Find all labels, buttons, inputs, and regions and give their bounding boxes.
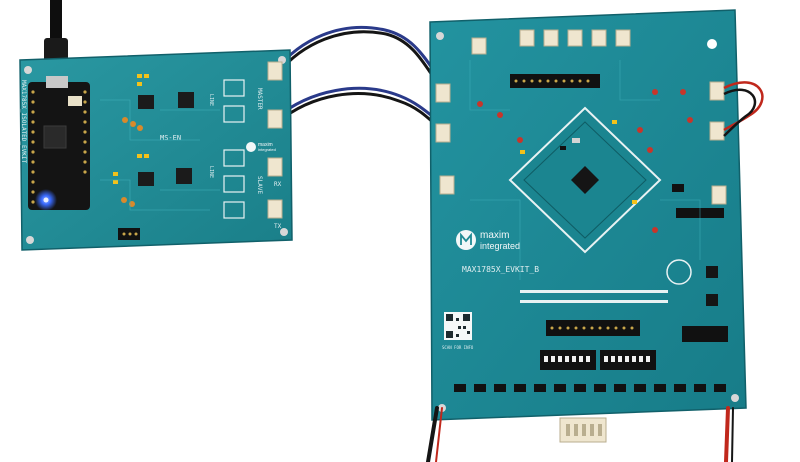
interboard-cables (274, 25, 449, 136)
silk-slave: SLAVE (256, 176, 263, 194)
silk-master: MASTER (256, 88, 263, 110)
silk-rx: RX (274, 181, 282, 188)
dip-switches (540, 350, 656, 370)
bottom-connector-row (454, 384, 726, 392)
qr-code: SCAN FOR INFO (442, 312, 474, 350)
mcu-socket (508, 106, 662, 254)
qr-caption: SCAN FOR INFO (442, 345, 474, 350)
left-board-vertical-label: MAX1785X_ISOLATED_EVKIT (20, 80, 27, 163)
right-maxim-logo: maxim integrated (456, 230, 520, 251)
top-connector-row (471, 29, 631, 55)
silk-line-top: LINE (208, 94, 214, 106)
yellow-leds (113, 74, 149, 184)
red-black-loop (723, 81, 764, 137)
svg-text:integrated: integrated (480, 241, 520, 251)
blue-status-led (35, 189, 57, 211)
left-board-connectors (267, 61, 283, 219)
left-eval-board: MAX1785X_ISOLATED_EVKIT (19, 49, 293, 251)
mcu-module (28, 76, 90, 211)
left-maxim-logo: maxim integrated (246, 142, 276, 152)
svg-text:maxim: maxim (480, 230, 509, 241)
right-board-name: MAX1785X_EVKIT_B (462, 265, 539, 274)
silk-line-bottom: LINE (208, 166, 214, 178)
svg-text:integrated: integrated (258, 147, 276, 152)
svg-text:maxim: maxim (258, 142, 273, 148)
right-eval-board: maxim integrated MAX1785X_EVKIT_B SCAN F… (429, 9, 764, 443)
silk-ms-en: MS-EN (160, 134, 181, 142)
silk-tx: TX (274, 223, 282, 230)
